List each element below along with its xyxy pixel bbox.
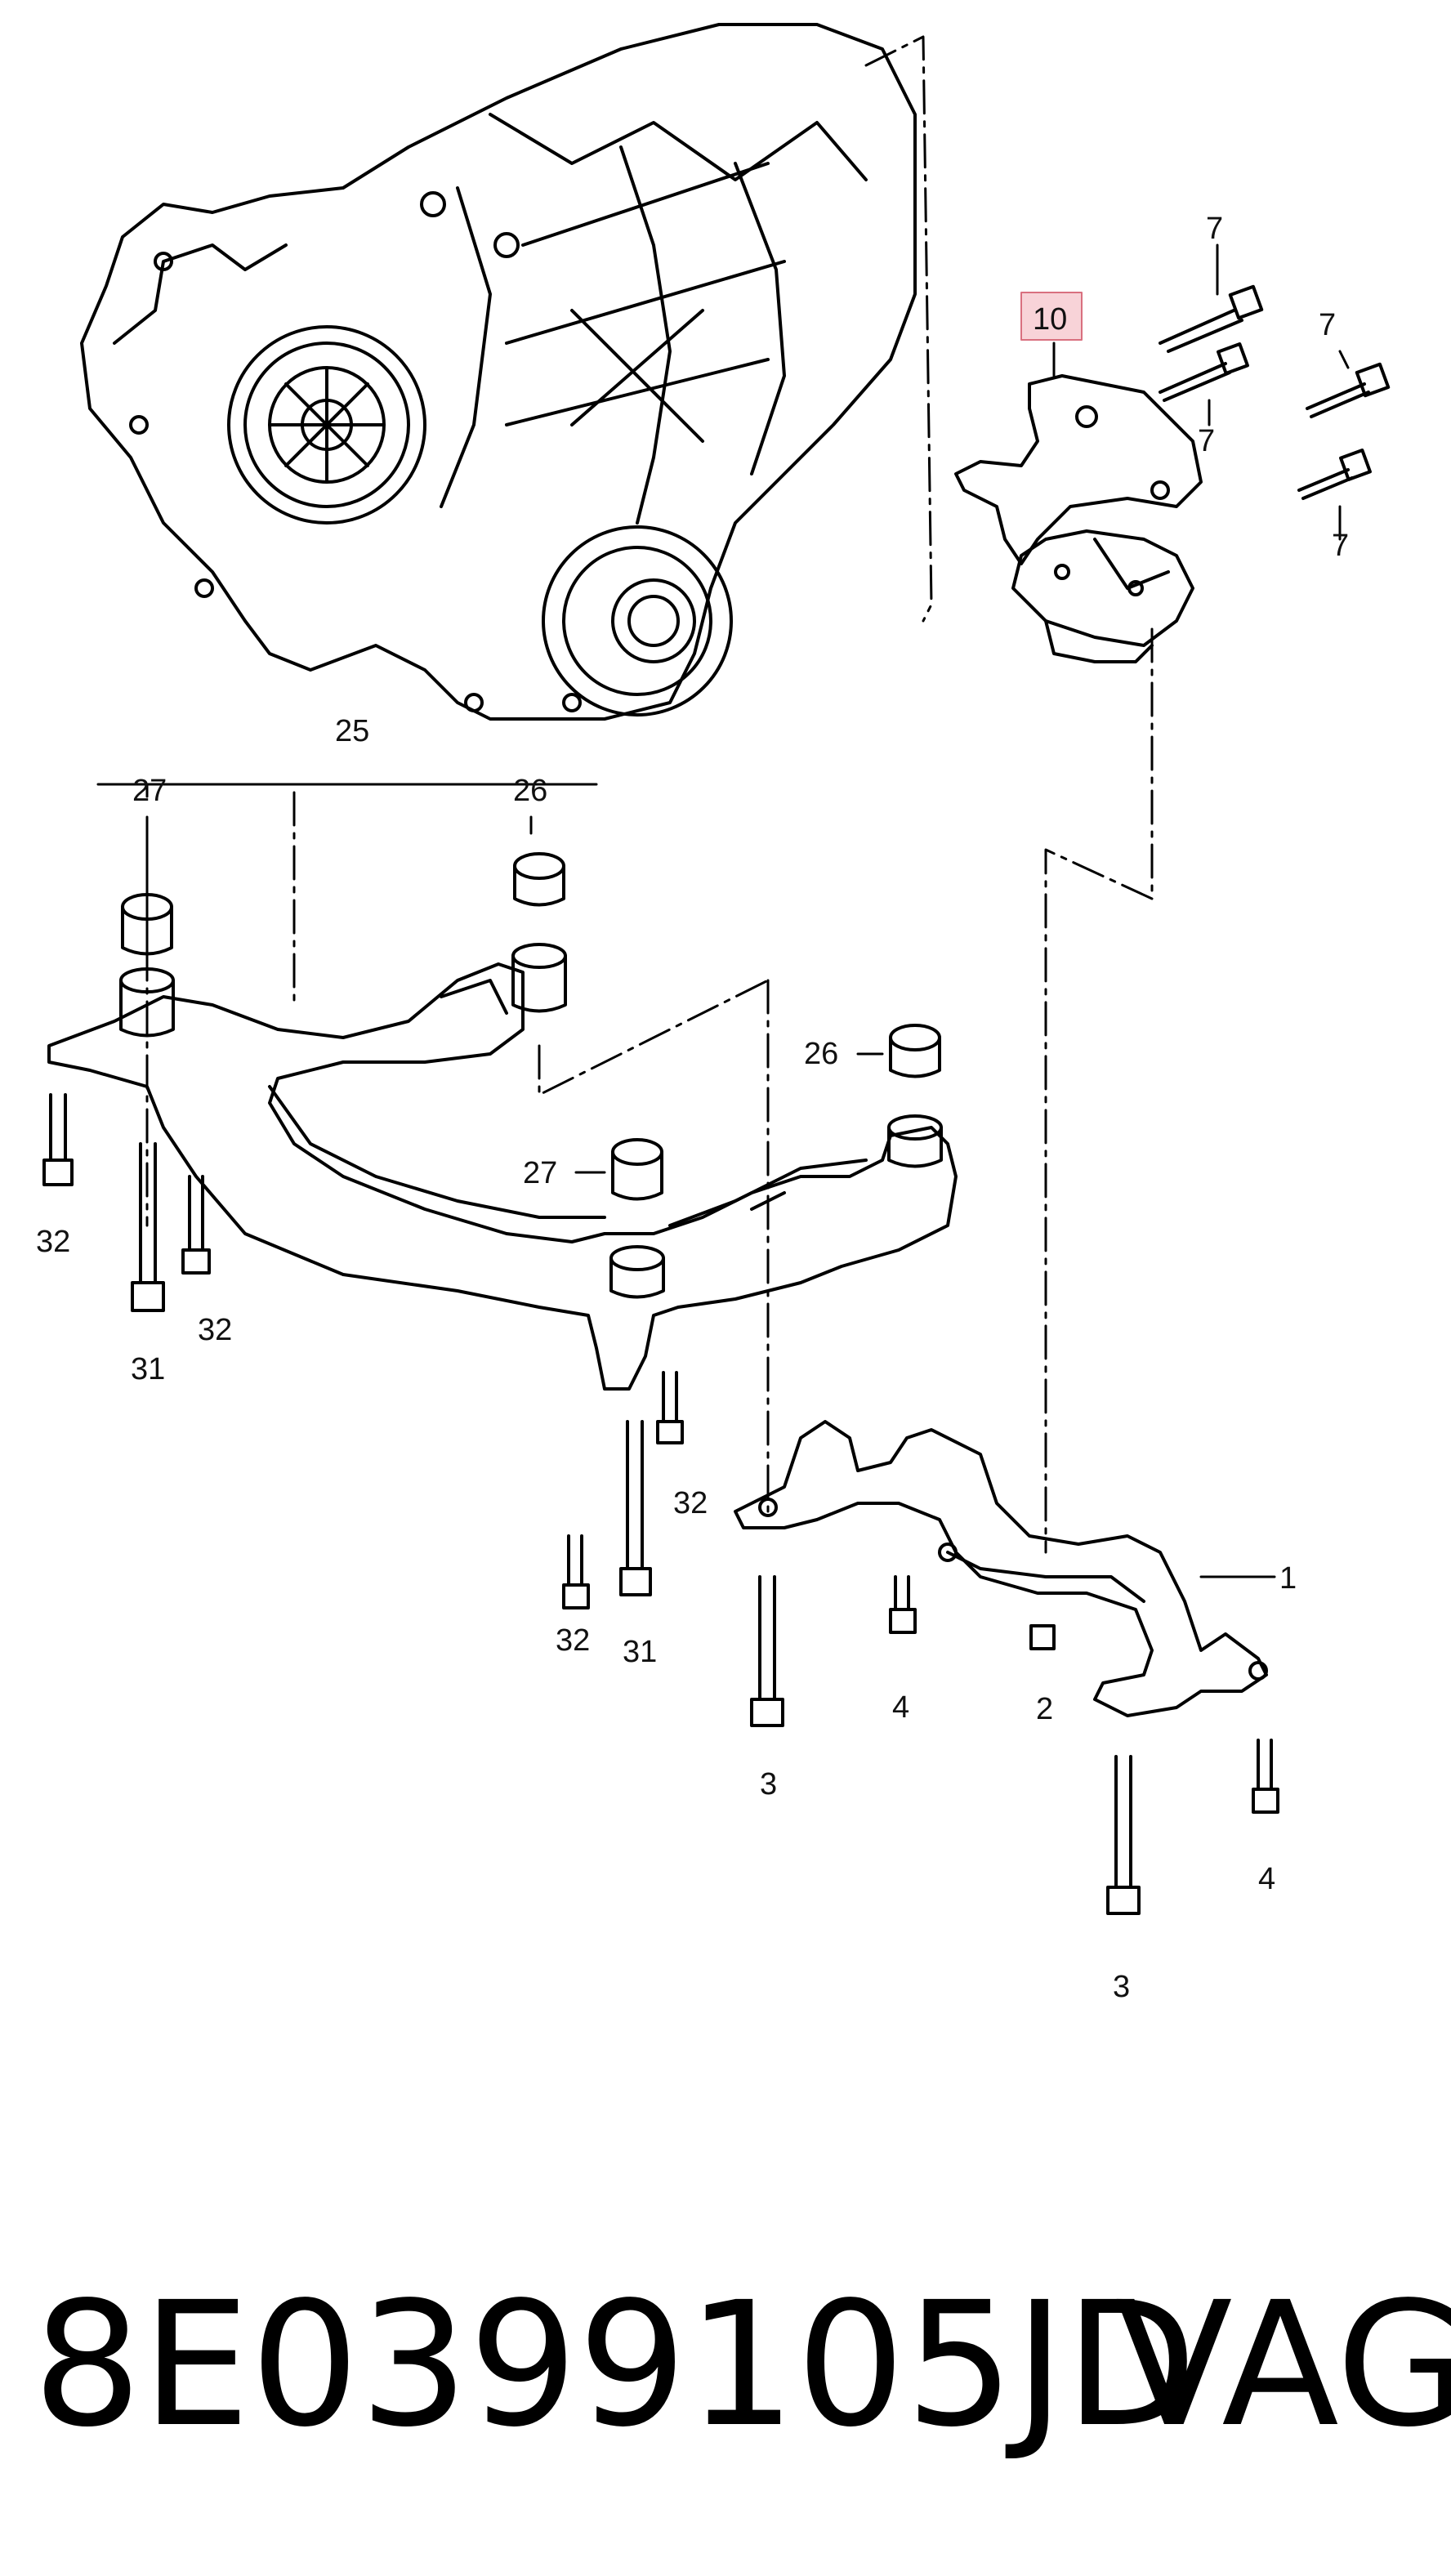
callout-31: 31 xyxy=(623,1635,657,1669)
callout-3: 3 xyxy=(760,1767,777,1801)
crossmember-1 xyxy=(734,1420,1268,1717)
callout-32: 32 xyxy=(556,1623,590,1658)
callout-32: 32 xyxy=(198,1313,232,1347)
gearbox-housing xyxy=(80,23,917,721)
bushings xyxy=(119,852,943,1299)
bolts-2-3-4 xyxy=(750,1575,1279,1915)
callout-4: 4 xyxy=(892,1690,909,1725)
callout-4: 4 xyxy=(1258,1862,1275,1896)
part-number: 8E0399105JD xyxy=(33,2265,1198,2465)
exploded-parts-diagram: 7 10 7 7 7 25 27 26 26 27 32 32 31 32 32… xyxy=(36,23,1391,2004)
callout-labels: 7 10 7 7 7 25 27 26 26 27 32 32 31 32 32… xyxy=(36,212,1349,2004)
callout-27: 27 xyxy=(523,1156,557,1190)
callout-25: 25 xyxy=(335,714,369,748)
callout-7: 7 xyxy=(1198,424,1215,458)
leader-lines xyxy=(96,243,1350,1578)
subframe-25 xyxy=(47,962,958,1391)
reference-lines xyxy=(145,35,1154,1554)
callout-7: 7 xyxy=(1319,308,1336,342)
callout-2: 2 xyxy=(1036,1692,1053,1726)
callout-26: 26 xyxy=(513,774,547,808)
bolts-31-32 xyxy=(42,1093,684,1609)
callout-26: 26 xyxy=(804,1037,838,1071)
callout-27: 27 xyxy=(132,774,167,808)
callout-3: 3 xyxy=(1113,1970,1130,2004)
mount-bracket xyxy=(954,374,1203,663)
callout-7: 7 xyxy=(1332,529,1349,563)
callout-1: 1 xyxy=(1279,1561,1297,1596)
bolts-7 xyxy=(1159,284,1391,500)
callout-10: 10 xyxy=(1033,302,1067,337)
callout-32: 32 xyxy=(36,1225,70,1259)
callout-31: 31 xyxy=(131,1352,165,1386)
part-10-highlight xyxy=(1020,292,1083,341)
brand-name: VAG xyxy=(1115,2265,1451,2465)
callout-32: 32 xyxy=(673,1486,708,1520)
callout-7: 7 xyxy=(1206,212,1223,246)
